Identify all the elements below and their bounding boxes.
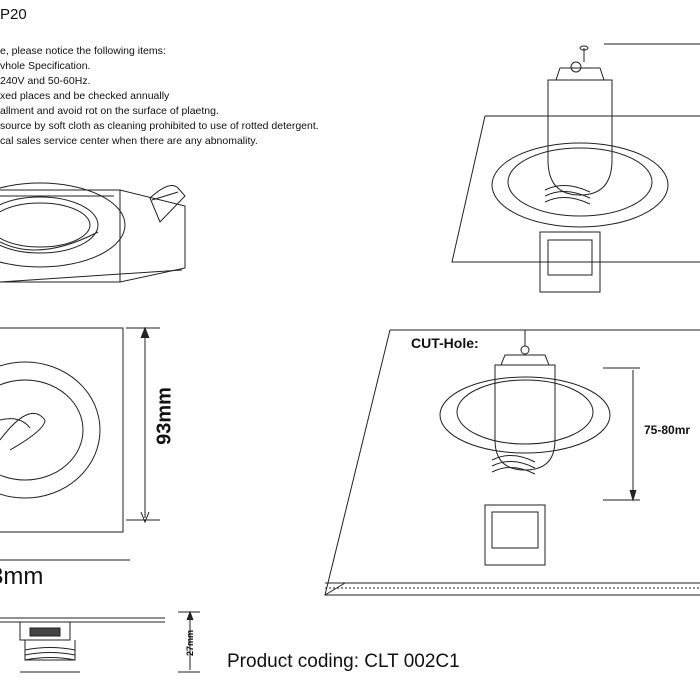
fixture-perspective-view xyxy=(0,182,186,283)
fixture-side-profile xyxy=(0,610,200,673)
height-dimension-label: 93mm xyxy=(150,386,180,446)
ip-rating-title: P20 xyxy=(0,6,27,23)
note-line: 240V and 50-60Hz. xyxy=(0,75,91,87)
cut-hole-size-label: 75-80mr xyxy=(644,423,691,437)
product-coding-label: Product coding: CLT 002C1 xyxy=(227,651,460,672)
fixture-front-view xyxy=(0,326,160,561)
note-line: e, please notice the following items: xyxy=(0,45,166,57)
cut-hole-label: CUT-Hole: xyxy=(411,335,479,351)
depth-dimension-text: 27mm xyxy=(185,629,195,657)
height-dimension-text: 93mm xyxy=(153,387,176,445)
depth-dimension-label: 27mm xyxy=(180,618,200,668)
note-line: allment and avoid rot on the surface of … xyxy=(0,105,219,117)
note-line: vhole Specification. xyxy=(0,60,91,72)
width-dimension-label: 3mm xyxy=(0,563,44,590)
fixture-with-lamp-top xyxy=(451,43,700,293)
instruction-notes: e, please notice the following items: vh… xyxy=(0,44,319,149)
note-line: cal sales service center when there are … xyxy=(0,135,258,147)
note-line: source by soft cloth as cleaning prohibi… xyxy=(0,120,319,132)
note-line: xed places and be checked annually xyxy=(0,90,170,102)
cut-hole-install-view xyxy=(324,329,700,596)
